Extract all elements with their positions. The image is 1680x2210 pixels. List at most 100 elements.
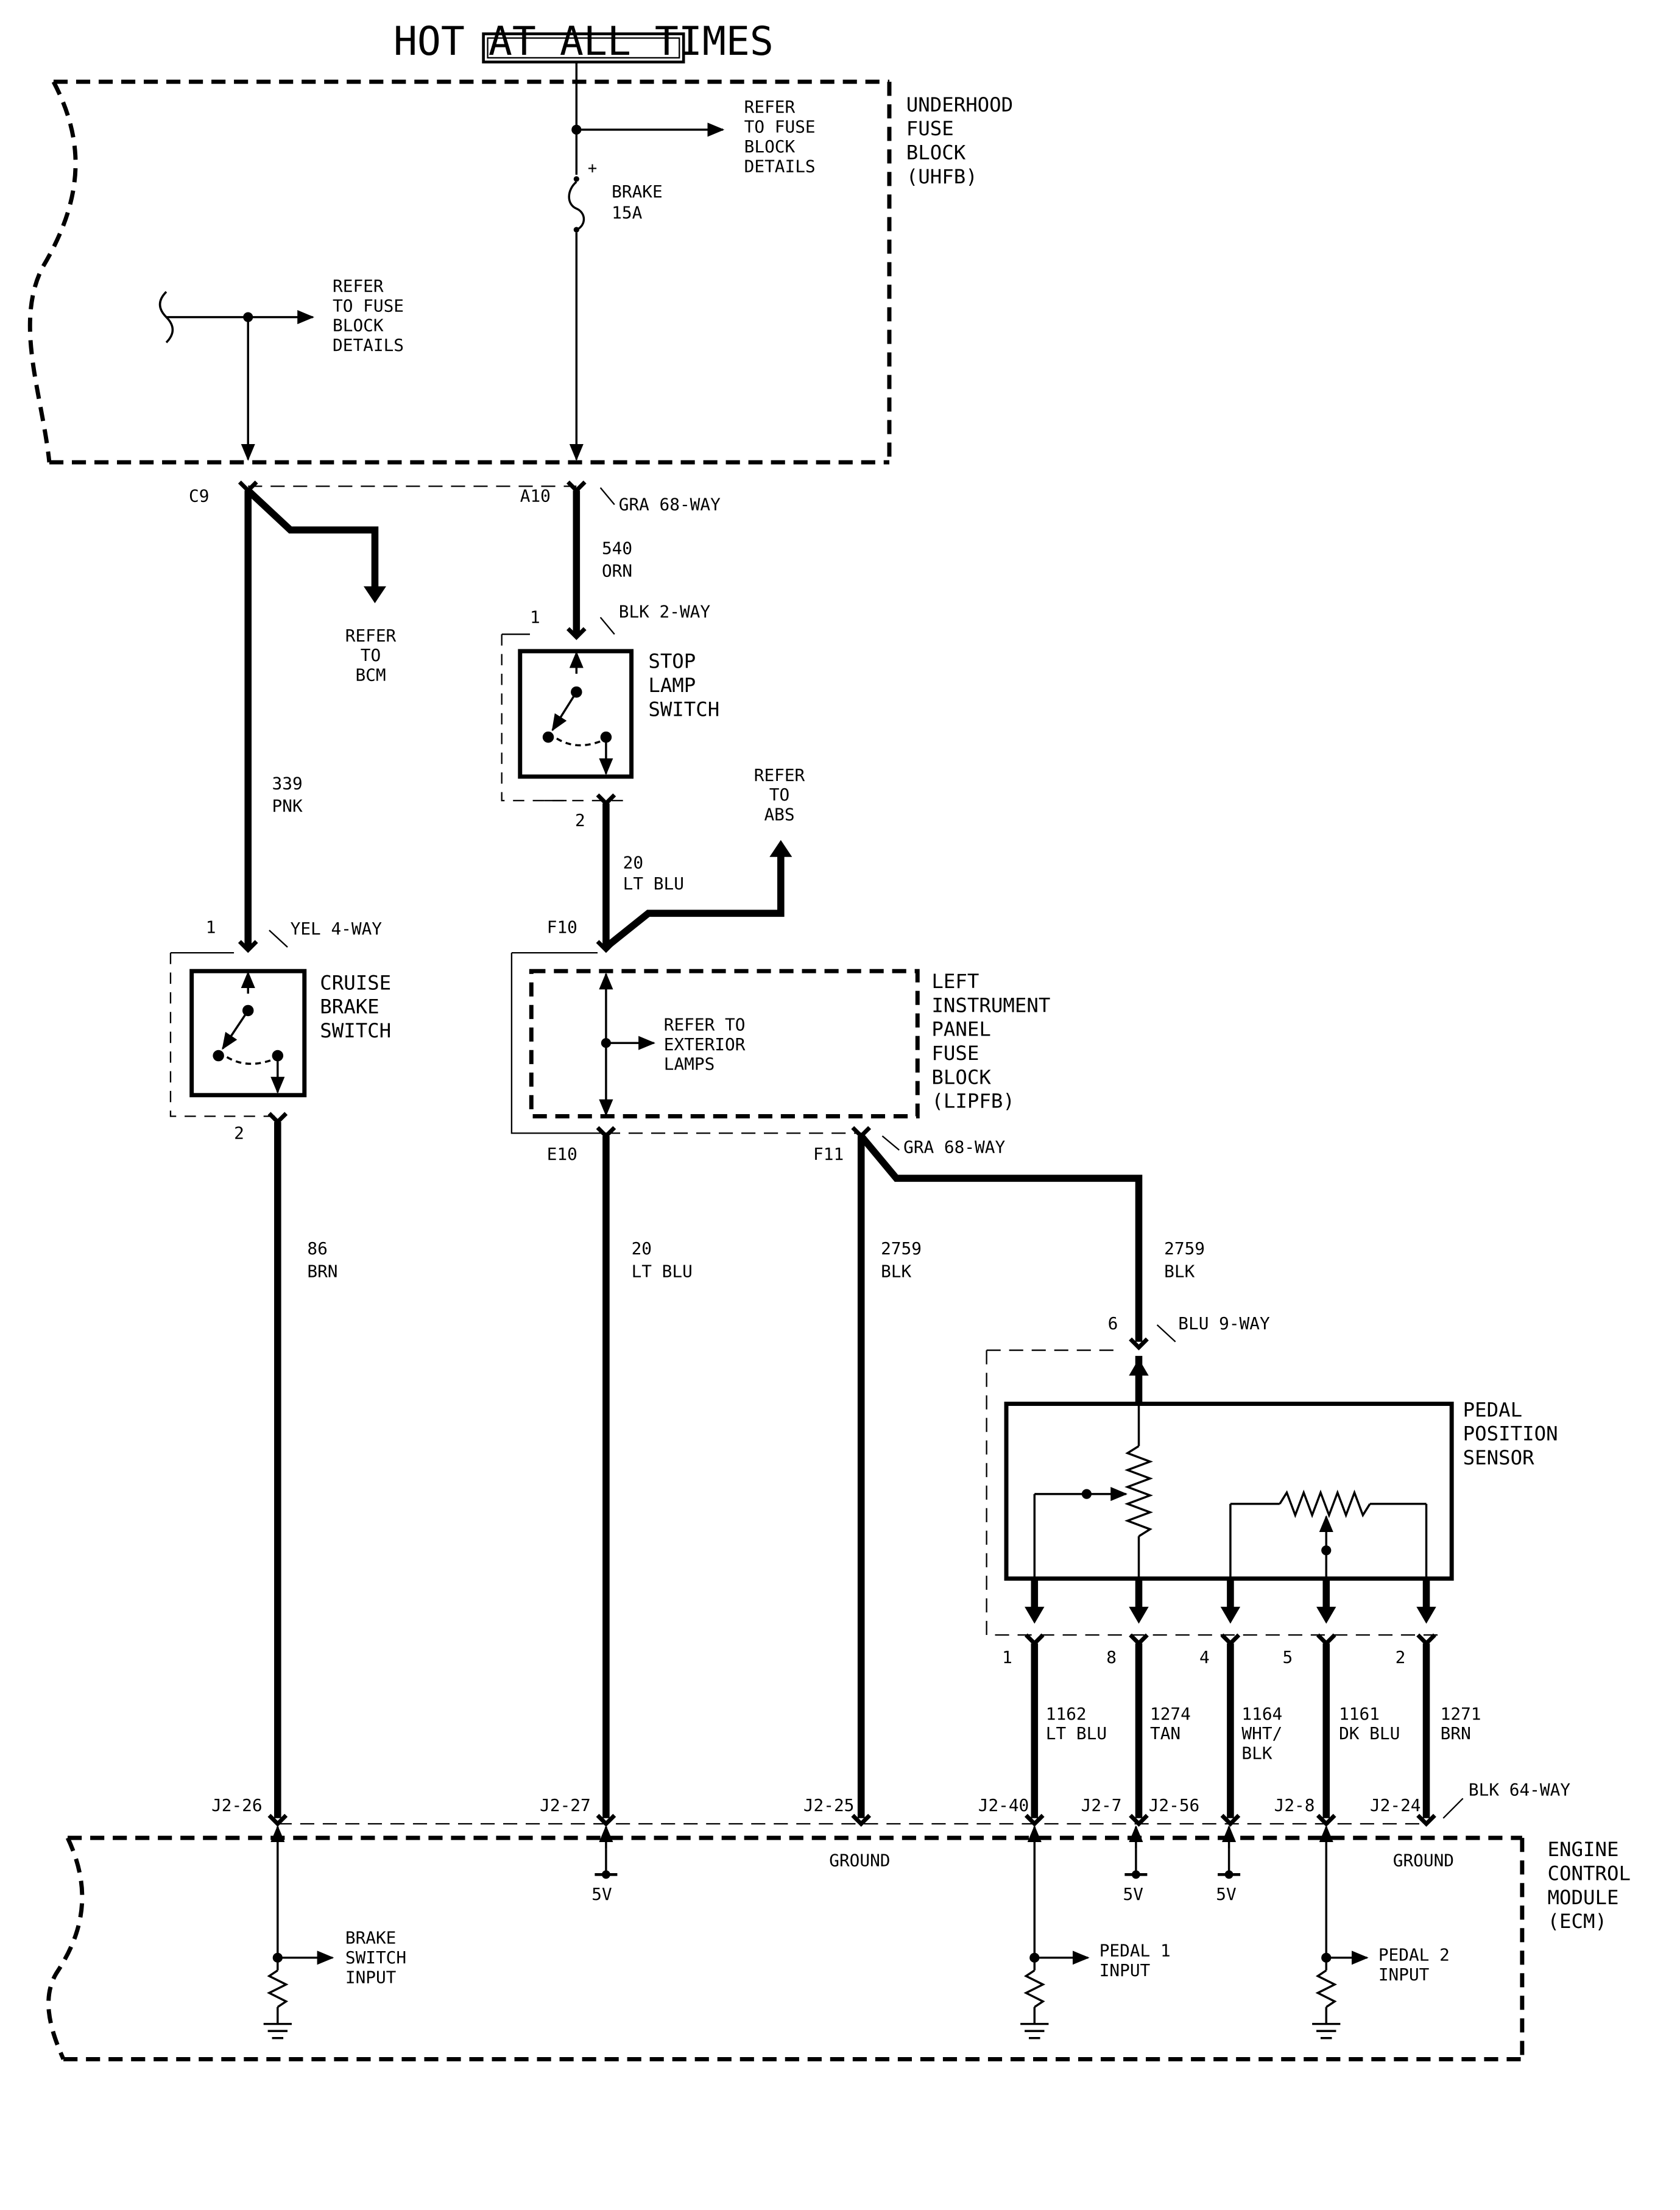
- pin-e10: E10: [547, 1144, 577, 1164]
- diagram-label: INPUT: [1099, 1960, 1151, 1980]
- ground-icon: [1312, 2022, 1341, 2039]
- diagram-label: 2: [575, 810, 585, 830]
- diagram-label: J2-56: [1149, 1795, 1200, 1815]
- wire-339: REFER TO BCM 339 PNK: [238, 480, 397, 953]
- diagram-label: 1162: [1046, 1704, 1087, 1724]
- uhfb-title-3: BLOCK: [906, 141, 966, 164]
- diagram-label: PNK: [272, 796, 303, 816]
- engine-control-module: ENGINE CONTROL MODULE (ECM) GROUND GROUN…: [46, 1825, 1631, 2061]
- diagram-label: SWITCH: [648, 697, 719, 721]
- pin-c9: C9: [189, 486, 209, 506]
- diagram-label: LAMPS: [664, 1054, 715, 1074]
- diagram-label: PEDAL 1: [1099, 1941, 1171, 1961]
- diagram-label: 339: [272, 774, 303, 794]
- diagram-label: PEDAL: [1463, 1398, 1522, 1421]
- diagram-label: SENSOR: [1463, 1446, 1534, 1469]
- diagram-label: 5V: [1123, 1884, 1143, 1904]
- diagram-label: J2-24: [1370, 1795, 1421, 1815]
- diagram-label: LT BLU: [1046, 1723, 1107, 1743]
- wire-2759: 2759 BLK 2759 BLK: [851, 1126, 1205, 1818]
- wire-20-lower: 20 LT BLU: [596, 1126, 693, 1818]
- diagram-label: +: [588, 160, 597, 178]
- diagram-label: 6: [1108, 1313, 1118, 1333]
- hot-label: HOT AT ALL TIMES: [394, 19, 774, 65]
- diagram-label: REFER: [345, 626, 397, 646]
- fuse-icon: [568, 176, 585, 233]
- diagram-label: MODULE: [1548, 1886, 1619, 1909]
- diagram-label: DK BLU: [1339, 1723, 1400, 1743]
- diagram-label: ENGINE: [1548, 1838, 1619, 1861]
- diagram-label: (ECM): [1548, 1910, 1607, 1933]
- diagram-label: PEDAL 2: [1378, 1944, 1450, 1965]
- potentiometer-2-icon: [1279, 1489, 1371, 1519]
- diagram-label: BRAKE: [345, 1928, 397, 1948]
- resistor-icon: [267, 1969, 289, 2008]
- fuse-name: BRAKE: [612, 182, 663, 202]
- diagram-label: 5V: [591, 1884, 612, 1904]
- diagram-label: 1161: [1339, 1704, 1380, 1724]
- diagram-label: ORN: [602, 560, 632, 581]
- diagram-label: 4: [1199, 1647, 1210, 1667]
- ground-icon: [1020, 2022, 1049, 2039]
- diagram-label: 1: [206, 917, 216, 937]
- diagram-label: BLK: [1164, 1261, 1195, 1281]
- diagram-label: J2-7: [1081, 1795, 1122, 1815]
- diagram-label: DETAILS: [333, 335, 404, 355]
- diagram-label: CONTROL: [1548, 1862, 1631, 1885]
- diagram-label: 20: [623, 852, 643, 872]
- diagram-label: REFER: [754, 765, 805, 785]
- diagram-label: WHT/: [1241, 1723, 1282, 1743]
- gra-68-way-a: GRA 68-WAY: [619, 495, 721, 515]
- diagram-label: 2759: [881, 1238, 922, 1259]
- resistor-icon: [1023, 1969, 1046, 2008]
- diagram-label: GROUND: [829, 1850, 890, 1870]
- diagram-label: 5V: [1216, 1884, 1236, 1904]
- blk-2-way: BLK 2-WAY: [619, 601, 711, 621]
- pin-f10: F10: [547, 917, 577, 937]
- diagram-label: BCM: [355, 665, 386, 685]
- uhfb-title-2: FUSE: [906, 117, 954, 140]
- diagram-label: 1164: [1241, 1704, 1282, 1724]
- uhfb-title-4: (UHFB): [906, 165, 978, 188]
- diagram-label: PANEL: [931, 1018, 990, 1041]
- diagram-label: BLOCK: [744, 136, 796, 157]
- underhood-fuse-block: UNDERHOOD FUSE BLOCK (UHFB) REFER TO FUS…: [27, 62, 1013, 465]
- blk-64-way-connector: J2-26 J2-27 J2-25 J2-40 J2-7 J2-56 J2-8 …: [211, 1780, 1570, 1827]
- left-instrument-panel-fuse-block: F10 REFER TO EXTERIOR LAMPS LEFT INSTRUM…: [510, 917, 1050, 1164]
- potentiometer-1-icon: [1124, 1445, 1153, 1537]
- yel-4-way: YEL 4-WAY: [291, 919, 383, 939]
- diagram-label: TO: [361, 645, 381, 665]
- diagram-label: (LIPFB): [931, 1090, 1014, 1113]
- wire-20-upper: 2 REFER TO ABS 20 LT BLU: [575, 765, 805, 953]
- diagram-label: REFER TO: [664, 1014, 746, 1034]
- pin-a10: A10: [520, 486, 551, 506]
- ground-icon: [263, 2022, 292, 2039]
- gra-68-way-b: GRA 68-WAY: [903, 1137, 1005, 1157]
- diagram-label: 20: [632, 1238, 652, 1259]
- uhfb-title-1: UNDERHOOD: [906, 93, 1013, 116]
- diagram-label: SWITCH: [345, 1947, 406, 1968]
- diagram-label: BRN: [307, 1261, 337, 1281]
- diagram-label: INPUT: [1378, 1965, 1430, 1985]
- diagram-label: SWITCH: [320, 1019, 391, 1042]
- diagram-label: POSITION: [1463, 1422, 1558, 1446]
- diagram-label: 1: [1002, 1647, 1012, 1667]
- diagram-label: J2-26: [211, 1795, 263, 1815]
- diagram-label: TO FUSE: [744, 117, 816, 137]
- diagram-label: EXTERIOR: [664, 1034, 746, 1054]
- resistor-icon: [1315, 1969, 1338, 2008]
- diagram-label: 1274: [1150, 1704, 1191, 1724]
- diagram-label: J2-8: [1274, 1795, 1315, 1815]
- diagram-label: LEFT: [931, 970, 979, 993]
- pps-output-wires: 1162 LT BLU 1274 TAN 1164 WHT/ BLK 1161 …: [1024, 1633, 1481, 1818]
- diagram-label: BLK: [1241, 1743, 1272, 1763]
- diagram-label: 540: [602, 538, 632, 558]
- diagram-label: 2: [234, 1123, 244, 1143]
- diagram-label: GROUND: [1393, 1850, 1454, 1870]
- diagram-label: 1: [530, 607, 540, 627]
- blu-9-way: BLU 9-WAY: [1178, 1313, 1270, 1333]
- diagram-label: TAN: [1150, 1723, 1181, 1743]
- diagram-label: STOP: [648, 650, 696, 673]
- stop-lamp-switch: STOP LAMP SWITCH: [501, 634, 719, 802]
